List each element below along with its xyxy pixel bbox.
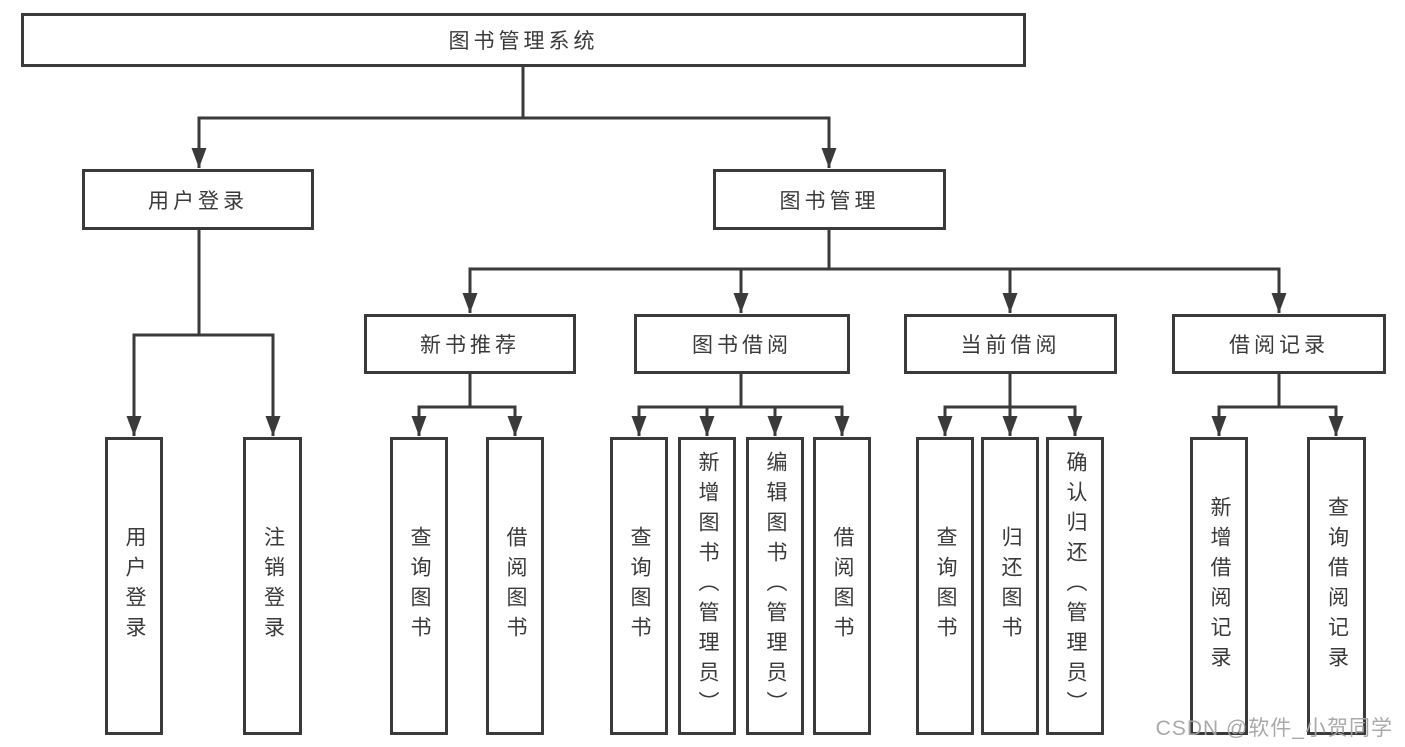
leaf-user-login: 用户登录: [105, 437, 163, 735]
leaf-bb-query-book: 查询图书: [610, 437, 668, 735]
node-book-borrowing: 图书借阅: [634, 314, 850, 374]
node-current-borrowing: 当前借阅: [904, 314, 1117, 374]
leaf-nb-borrow-book: 借阅图书: [486, 437, 544, 735]
leaf-logout-login: 注销登录: [243, 437, 302, 735]
leaf-cb-confirm-return-admin: 确认归还（管理员）: [1046, 437, 1104, 735]
leaf-cb-return-book: 归还图书: [981, 437, 1039, 735]
node-user-login: 用户登录: [82, 169, 314, 230]
node-borrowing-records: 借阅记录: [1172, 314, 1386, 374]
csdn-watermark: CSDN @软件_小贺同学: [1155, 717, 1393, 740]
leaf-br-add-borrow-record: 新增借阅记录: [1190, 437, 1248, 735]
leaf-bb-borrow-book: 借阅图书: [813, 437, 871, 735]
leaf-bb-edit-book-admin: 编辑图书（管理员）: [746, 437, 804, 735]
node-library-management-system: 图书管理系统: [21, 13, 1026, 67]
leaf-bb-add-book-admin: 新增图书（管理员）: [678, 437, 736, 735]
node-book-management: 图书管理: [713, 169, 946, 230]
leaf-br-query-borrow-record: 查询借阅记录: [1307, 437, 1366, 735]
leaf-nb-query-book: 查询图书: [390, 437, 448, 735]
node-new-book-recommend: 新书推荐: [364, 314, 576, 374]
leaf-cb-query-book: 查询图书: [916, 437, 974, 735]
